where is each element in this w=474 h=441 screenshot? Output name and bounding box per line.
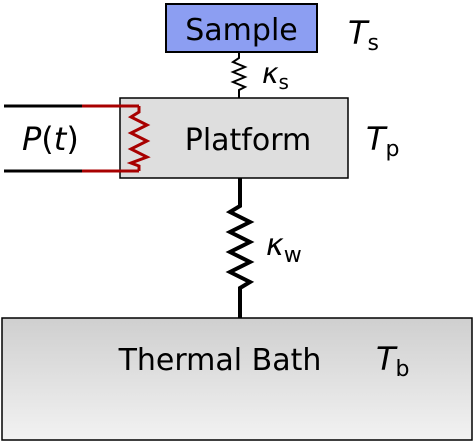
heater-power-label: P(t) bbox=[22, 120, 79, 158]
platform-box bbox=[119, 97, 349, 179]
heater-element bbox=[82, 104, 151, 173]
sample-temperature: Ts bbox=[348, 14, 379, 56]
platform-label: Platform bbox=[185, 123, 312, 158]
thermal-bath-label: Thermal Bath bbox=[118, 343, 322, 378]
sample-link-spring bbox=[230, 52, 248, 98]
thermal-bath-box bbox=[1, 317, 473, 441]
platform-temperature: Tp bbox=[366, 120, 400, 162]
sample-label: Sample bbox=[185, 13, 298, 48]
sample-link-conductance: κs bbox=[262, 57, 289, 94]
sample-box bbox=[165, 3, 318, 53]
bath-temperature: Tb bbox=[376, 340, 410, 382]
weak-link-spring bbox=[225, 178, 255, 318]
weak-link-conductance: κw bbox=[266, 228, 302, 268]
heater-resistor bbox=[126, 106, 151, 171]
